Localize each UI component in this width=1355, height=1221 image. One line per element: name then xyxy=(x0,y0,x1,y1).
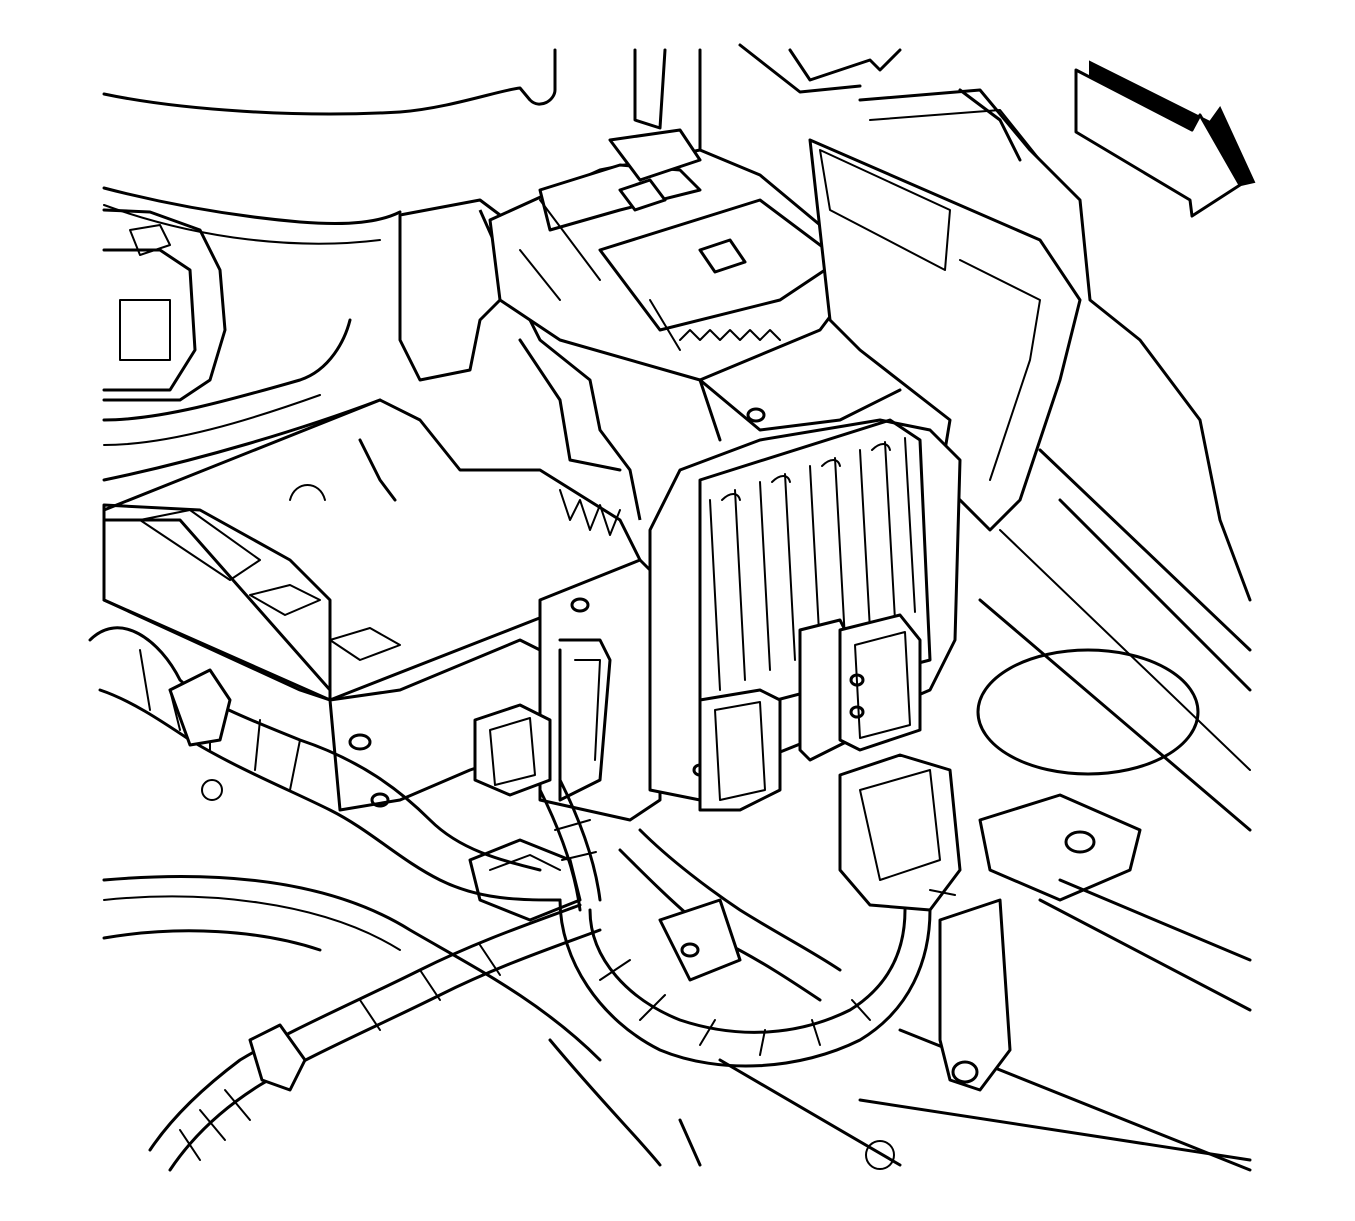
fuse-relay-block xyxy=(488,128,902,442)
direction-arrow xyxy=(1074,60,1256,218)
wiring-harness xyxy=(88,626,1012,1172)
module-cover-panel xyxy=(808,138,1082,532)
module-bracket-tray xyxy=(102,198,662,822)
surrounding-body-structure xyxy=(102,43,1252,1172)
module-harness-connectors xyxy=(698,613,962,912)
inline-connector xyxy=(468,703,582,922)
